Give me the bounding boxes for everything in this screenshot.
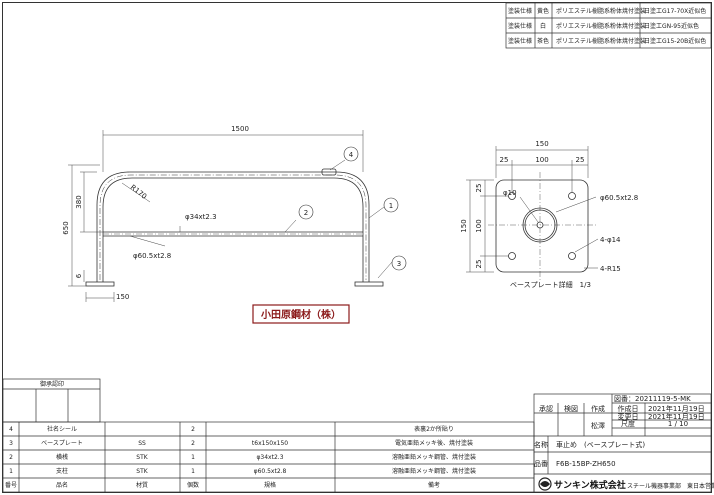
stamp-text: 小田原鋼材（株） — [260, 308, 341, 321]
base-v-dim-1: 25 — [475, 184, 483, 193]
parts-row-1-material: STK — [136, 468, 148, 475]
paint-row2-method: ポリエステル樹脂系粉体焼付塗装 — [556, 22, 646, 30]
model-label: 品番 — [534, 460, 548, 468]
dim-width: 1500 — [231, 125, 249, 133]
parts-row-2-qty: 1 — [191, 454, 195, 461]
approval-title: 御承認印 — [40, 380, 64, 388]
parts-row-4-no: 4 — [9, 426, 13, 433]
parts-row-1-spec: φ60.5xt2.8 — [254, 468, 287, 475]
drafter-name: 松澤 — [591, 421, 605, 430]
base-h-dim-1: 25 — [500, 156, 509, 164]
paint-row1-method: ポリエステル樹脂系粉体焼付塗装 — [556, 7, 646, 15]
parts-row-2-material: STK — [136, 454, 148, 461]
balloon-3: 3 — [397, 260, 401, 268]
check-label: 検図 — [564, 404, 578, 413]
base-v-dim-3: 25 — [475, 260, 483, 269]
base-plate-detail — [488, 172, 596, 280]
paint-row3-paint: 日塗工G15-20B近似色 — [644, 37, 706, 45]
parts-header-name: 品名 — [56, 481, 68, 489]
paint-row2-paint: 日塗工GN-95近似色 — [644, 22, 699, 30]
parts-header-material: 材質 — [136, 481, 148, 489]
balloon-2: 2 — [304, 209, 308, 217]
parts-row-3-no: 3 — [9, 440, 13, 447]
balloon-4: 4 — [349, 151, 354, 159]
stamp-box — [252, 304, 350, 324]
created-date: 2021年11月19日 — [648, 404, 705, 413]
parts-row-3-name: ベースプレート — [41, 440, 83, 447]
base-hole-note: φ10 — [503, 189, 517, 197]
product-name: 車止め (ベースプレート式) — [556, 440, 645, 449]
base-pipe-note: φ60.5xt2.8 — [600, 194, 638, 202]
cross-bar-spec: φ34xt2.3 — [185, 213, 217, 221]
base-plate-dimensions — [466, 146, 599, 273]
base-h-dim-2: 100 — [535, 156, 548, 164]
parts-header-qty: 個数 — [187, 481, 199, 489]
parts-row-1-qty: 1 — [191, 468, 195, 475]
balloon-1: 1 — [389, 202, 393, 210]
parts-row-3-material: SS — [138, 440, 146, 447]
name-label: 名称 — [534, 440, 548, 449]
make-label: 作成 — [591, 404, 605, 413]
parts-row-3-note: 電気亜鉛メッキ後、焼付塗装 — [395, 439, 473, 447]
front-view-dimensions — [68, 130, 393, 302]
parts-row-3-qty: 2 — [191, 440, 195, 447]
base-outer-dim: 150 — [535, 140, 548, 148]
dim-upper: 380 — [75, 195, 83, 208]
changed-label: 変更日 — [618, 412, 639, 421]
base-radius-note: 4-R15 — [600, 265, 621, 273]
scale-value: 1 / 10 — [668, 420, 688, 428]
company-name: サンキン株式会社 — [554, 479, 626, 491]
parts-row-2-note: 溶融亜鉛メッキ鋼管、焼付塗装 — [392, 453, 476, 461]
company-logo-icon — [538, 477, 552, 491]
parts-header-spec: 規格 — [264, 481, 276, 489]
pipe-spec: φ60.5xt2.8 — [133, 252, 171, 260]
parts-row-4-name: 社名シール — [47, 425, 77, 433]
base-v-outer-dim: 150 — [460, 219, 468, 232]
scale-label: 尺度 — [621, 419, 635, 428]
paint-spec-table — [505, 2, 712, 49]
parts-row-4-qty: 2 — [191, 426, 195, 433]
paint-row2-label: 塗装仕様 — [508, 22, 532, 30]
parts-row-1-note: 溶融亜鉛メッキ鋼管、焼付塗装 — [392, 467, 476, 475]
parts-header-note: 備考 — [428, 481, 440, 489]
parts-header-no: 番号 — [5, 482, 17, 489]
dim-height: 650 — [62, 221, 70, 234]
part-balloons — [298, 146, 407, 271]
parts-row-3-spec: t6x150x150 — [252, 440, 288, 447]
dim-plate-width: 150 — [116, 293, 129, 301]
changed-date: 2021年11月19日 — [648, 412, 705, 421]
bend-radius: R170 — [129, 183, 148, 201]
parts-row-2-spec: φ34xt2.3 — [256, 454, 283, 461]
parts-row-2-no: 2 — [9, 454, 13, 461]
parts-row-4-note: 表裏2か所貼り — [414, 425, 454, 433]
drawing-number: 図番：20211119-5-MK — [614, 395, 691, 403]
parts-row-2-name: 横桟 — [56, 453, 68, 461]
paint-row3-label: 塗装仕様 — [508, 37, 532, 45]
base-h-dim-3: 25 — [576, 156, 585, 164]
base-holes-note: 4-φ14 — [600, 236, 621, 244]
dim-plate-thick: 6 — [75, 273, 83, 278]
paint-row1-color: 黄色 — [537, 7, 549, 15]
parts-row-1-name: 支柱 — [56, 467, 68, 475]
created-label: 作成日 — [618, 404, 639, 413]
company-dept: スチール機器事業部 東日本営業部 — [627, 482, 714, 490]
paint-row3-method: ポリエステル樹脂系粉体焼付塗装 — [556, 37, 646, 45]
approve-label: 承認 — [539, 404, 553, 413]
model-number: F6B-15BP-ZH650 — [556, 460, 616, 468]
front-view-drawing — [85, 168, 384, 287]
paint-row3-color: 茶色 — [537, 37, 549, 45]
paint-row1-paint: 日塗工G17-70X近似色 — [644, 7, 706, 15]
parts-row-1-no: 1 — [9, 468, 13, 475]
base-v-dim-2: 100 — [475, 219, 483, 232]
title-block — [533, 393, 712, 493]
base-caption: ベースプレート詳細 1/3 — [510, 280, 591, 289]
paint-row1-label: 塗装仕様 — [508, 7, 532, 15]
paint-row2-color: 白 — [540, 22, 546, 30]
